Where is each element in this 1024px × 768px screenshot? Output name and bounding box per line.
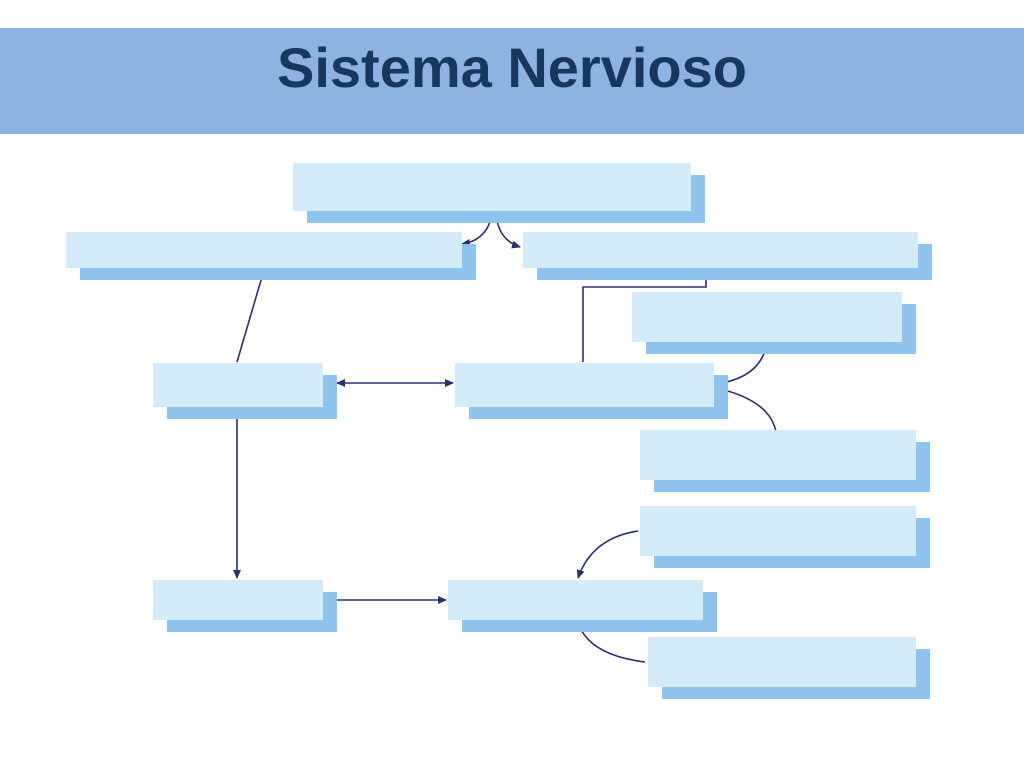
box-encefalo — [153, 363, 323, 407]
box-sistema-nervioso-periferico — [523, 232, 918, 268]
box-raquideos-neuronas-motoras — [648, 637, 916, 687]
box-sistema-nervioso — [293, 163, 691, 211]
line-central-to-encefalo — [236, 269, 265, 363]
box-raquideos-neuronas-sensitivas — [640, 506, 916, 556]
box-craneales-neuronas-sensitivas — [632, 292, 902, 342]
box-sistema-nervioso-central — [66, 232, 462, 268]
box-nervios-raquideos — [448, 580, 703, 620]
arrow-motoras-to-raquideos — [576, 621, 646, 663]
box-medula-espinal — [153, 580, 323, 620]
line-craneales-to-motoras — [715, 387, 777, 433]
page-title: Sistema Nervioso — [277, 36, 747, 99]
arrow-root-to-central — [461, 212, 493, 247]
box-nervios-craneales — [455, 363, 714, 407]
line-peripheral-to-craneales — [582, 270, 707, 362]
box-craneales-neuronas-motoras — [640, 430, 916, 480]
arrow-sensitivas-to-craneales — [715, 343, 768, 387]
arrow-sensitivas-to-raquideos — [576, 530, 639, 579]
title-bar — [0, 28, 1024, 134]
arrow-root-to-peripheral — [495, 212, 521, 249]
